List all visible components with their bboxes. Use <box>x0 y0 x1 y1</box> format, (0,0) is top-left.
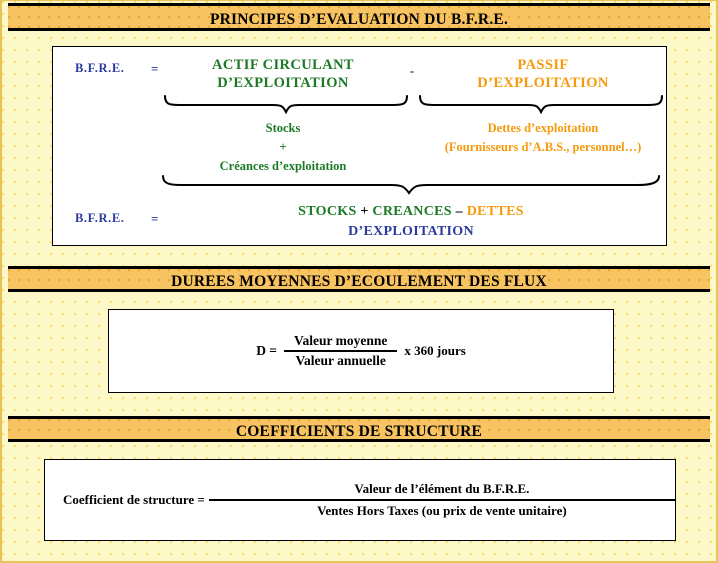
result-creances: CREANCES <box>372 204 452 219</box>
equals-sign-bottom: = <box>151 211 159 226</box>
durees-suffix: x 360 jours <box>404 343 466 358</box>
coefficients-denominator: Ventes Hors Taxes (ou prix de vente unit… <box>317 502 567 518</box>
coefficients-lhs: Coefficient de structure = <box>63 492 205 507</box>
brace-passif <box>418 94 664 114</box>
result-minus: – <box>451 204 467 219</box>
result-formula-line1: STOCKS + CREANCES – DETTES <box>298 204 524 221</box>
durees-denominator: Valeur annuelle <box>295 352 386 368</box>
section-title-coefficients: COEFFICIENTS DE STRUCTURE <box>235 423 483 440</box>
bfre-label-bottom: B.F.R.E. <box>75 211 125 225</box>
detail-creances: Créances d’exploitation <box>219 159 347 173</box>
panel-durees-formula: D = Valeur moyenne Valeur annuelle x 360… <box>108 309 614 393</box>
durees-lhs: D = <box>256 343 278 358</box>
fraction-bar <box>284 350 398 352</box>
fraction-bar <box>208 499 675 501</box>
panel-coefficients-formula: Coefficient de structure = Valeur de l’é… <box>44 459 676 541</box>
coefficients-formula: Coefficient de structure = Valeur de l’é… <box>45 460 675 540</box>
result-stocks: STOCKS <box>298 204 357 219</box>
bfre-label-top: B.F.R.E. <box>75 61 125 75</box>
coefficients-fraction: Valeur de l’élément du B.F.R.E. Ventes H… <box>208 479 675 521</box>
brace-actif-circulant <box>163 94 409 114</box>
detail-dettes: Dettes d’exploitation <box>487 121 599 135</box>
panel-principes-diagram: B.F.R.E. = ACTIF CIRCULANT D’EXPLOITATIO… <box>52 46 667 246</box>
durees-numerator: Valeur moyenne <box>294 333 388 349</box>
actif-circulant-line2: D’EXPLOITATION <box>217 75 349 91</box>
coefficients-numerator: Valeur de l’élément du B.F.R.E. <box>354 481 530 497</box>
result-dettes: DETTES <box>466 204 524 219</box>
detail-plus: + <box>279 140 287 154</box>
brace-total-bfre <box>162 175 660 195</box>
result-formula-line2: D’EXPLOITATION <box>348 224 474 239</box>
durees-formula: D = Valeur moyenne Valeur annuelle x 360… <box>109 310 613 392</box>
durees-fraction: Valeur moyenne Valeur annuelle <box>284 332 398 370</box>
result-plus: + <box>356 204 373 219</box>
actif-circulant-line1: ACTIF CIRCULANT <box>211 57 355 73</box>
section-title-durees: DUREES MOYENNES D’ECOULEMENT DES FLUX <box>171 273 547 290</box>
section-title-principes: PRINCIPES D’EVALUATION DU B.F.R.E. <box>209 11 509 28</box>
section-header-durees: DUREES MOYENNES D’ECOULEMENT DES FLUX <box>8 266 710 292</box>
equals-sign-top: = <box>151 61 159 76</box>
section-header-coefficients: COEFFICIENTS DE STRUCTURE <box>8 416 710 442</box>
detail-fournisseurs: (Fournisseurs d’A.B.S., personnel…) <box>444 140 642 154</box>
minus-operator: - <box>410 64 414 78</box>
detail-stocks: Stocks <box>265 121 301 135</box>
passif-line1: PASSIF <box>517 57 569 73</box>
passif-line2: D’EXPLOITATION <box>477 75 609 91</box>
section-header-principes: PRINCIPES D’EVALUATION DU B.F.R.E. <box>8 3 710 31</box>
